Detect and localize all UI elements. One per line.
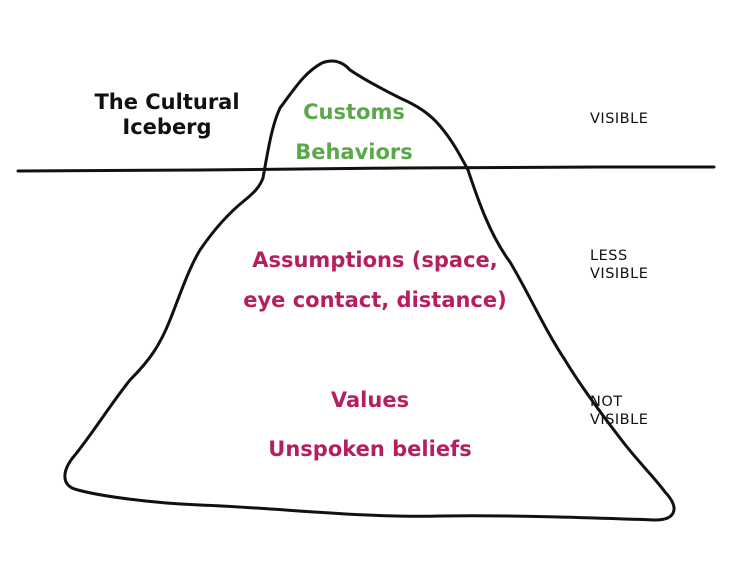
title-line-2: Iceberg bbox=[122, 115, 212, 139]
level-not-line-2: VISIBLE bbox=[590, 412, 649, 428]
middle-assumptions-line-2: eye contact, distance) bbox=[243, 288, 507, 312]
diagram-title: The Cultural Iceberg bbox=[52, 90, 282, 140]
iceberg-outline bbox=[63, 59, 676, 522]
level-less-line-2: VISIBLE bbox=[590, 266, 649, 282]
level-less-line-1: LESS bbox=[590, 248, 628, 264]
water-line bbox=[16, 165, 716, 173]
level-label-less-visible: LESS VISIBLE bbox=[590, 247, 648, 283]
tip-customs-label: Customs bbox=[303, 100, 405, 124]
level-not-line-1: NOT bbox=[590, 394, 623, 410]
base-values-label: Values bbox=[330, 388, 410, 412]
tip-behaviors-label: Behaviors bbox=[295, 140, 413, 164]
middle-assumptions-line-1: Assumptions (space, bbox=[252, 248, 498, 272]
level-visible-text: VISIBLE bbox=[590, 111, 649, 127]
level-label-not-visible: NOT VISIBLE bbox=[590, 393, 648, 429]
level-label-visible: VISIBLE bbox=[590, 110, 648, 128]
base-beliefs-label: Unspoken beliefs bbox=[268, 437, 472, 461]
title-line-1: The Cultural bbox=[94, 90, 240, 114]
